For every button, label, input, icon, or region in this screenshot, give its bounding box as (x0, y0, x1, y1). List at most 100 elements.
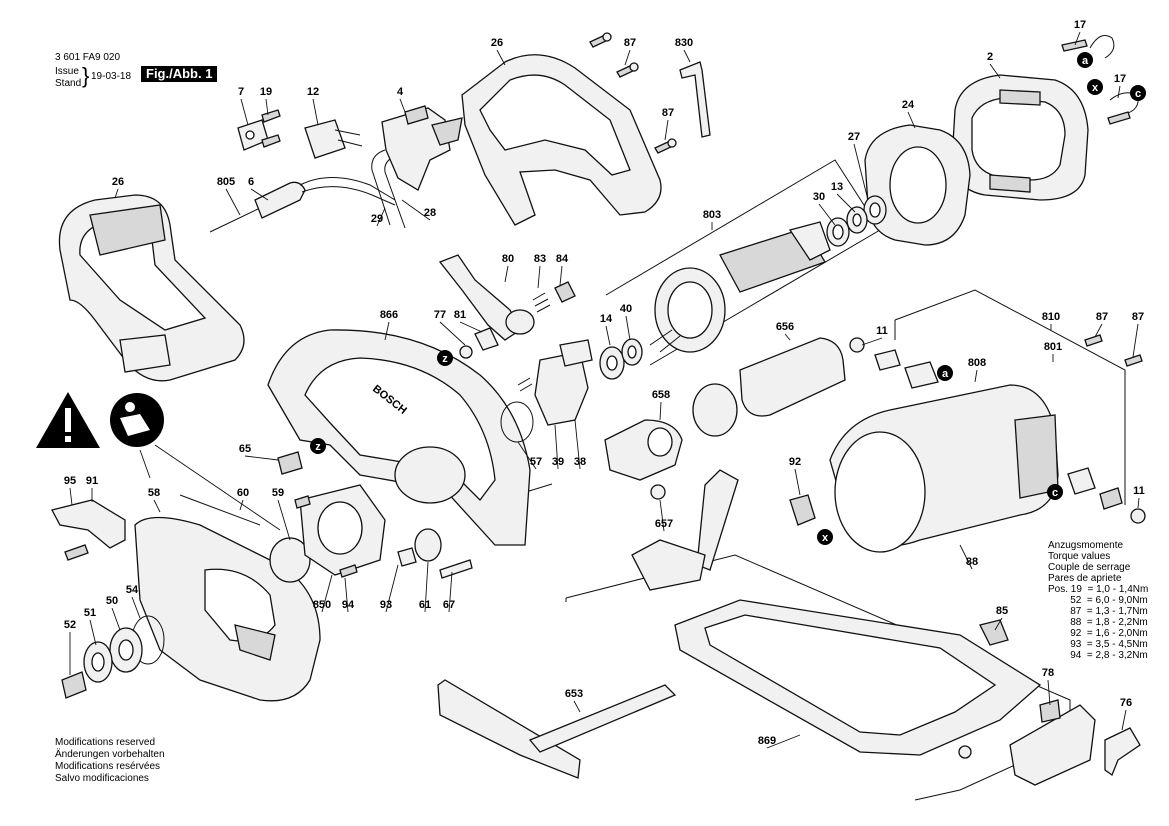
part-number-label: 61 (419, 599, 431, 611)
torque-row: 92 = 1,6 - 2,0Nm (1048, 628, 1148, 639)
part-number-label: 57 (530, 456, 542, 468)
field-stator (951, 74, 1089, 201)
part-number-label: 51 (84, 607, 96, 619)
leader-line (448, 571, 453, 613)
leader-line (321, 574, 333, 613)
part-callout: 27 (848, 131, 869, 201)
part-number-label: 4 (397, 86, 404, 98)
leader-line (265, 98, 269, 116)
leader-line (399, 98, 406, 113)
marker: z (310, 438, 326, 454)
part-number-label: 830 (675, 37, 693, 49)
part-callout: 87 (1094, 311, 1108, 338)
leader-line (312, 98, 319, 126)
part-number-label: 657 (655, 518, 673, 530)
depth-stop-guide (631, 469, 816, 591)
leader-line (111, 607, 121, 631)
leader-line (384, 321, 390, 341)
leader-line (244, 455, 279, 461)
leader-line (240, 98, 249, 126)
part-callout: 658 (652, 389, 670, 421)
part-callout: 51 (84, 607, 97, 646)
switch-12 (304, 119, 363, 159)
leader-line (559, 265, 563, 286)
leader-line (959, 544, 973, 570)
modifications-notice: Modifications reserved Änderungen vorbeh… (55, 737, 165, 785)
marker: x (817, 529, 833, 545)
leader-line (818, 203, 836, 226)
part-callout: 54 (126, 584, 141, 619)
leader-line (250, 188, 269, 201)
leader-line (344, 577, 349, 613)
motor-small-parts (849, 334, 1146, 524)
part-number-label: 95 (64, 475, 76, 487)
leader-line (994, 617, 1003, 631)
bearings-27-13-30 (826, 195, 887, 247)
torque-title: Couple de serrage (1048, 562, 1131, 573)
torque-row: 52 = 6,0 - 9,0Nm (1048, 595, 1148, 606)
part-callout: 17 (1114, 73, 1126, 99)
part-number-label: 91 (86, 475, 98, 487)
leader-line (439, 321, 466, 346)
part-callout: 13 (831, 181, 856, 213)
part-number-label: 13 (831, 181, 843, 193)
leader-line (573, 700, 581, 713)
notice-line: Modifications resérvées (55, 761, 161, 772)
motor-housing (829, 384, 1059, 553)
part-number-label: 67 (443, 599, 455, 611)
part-callout: 869 (758, 734, 801, 749)
torque-title: Pares de apriete (1048, 573, 1122, 584)
part-callout: 29 (371, 207, 386, 227)
leader-line (424, 561, 429, 613)
part-callout: 76 (1120, 697, 1132, 731)
part-callout: 39 (552, 424, 564, 470)
leader-line (239, 499, 244, 511)
brush-springs-17 (1061, 35, 1139, 125)
leader-line (376, 207, 386, 227)
part-callout: 77 (434, 309, 466, 346)
part-number-label: 656 (776, 321, 794, 333)
leader-line (225, 188, 241, 216)
part-callout: 88 (959, 544, 978, 570)
torque-row: 87 = 1,3 - 1,7Nm (1048, 606, 1148, 617)
leader-line (625, 315, 631, 341)
part-number-label: 88 (966, 556, 978, 568)
cable-clamp (237, 109, 281, 151)
part-callout: 38 (574, 419, 586, 470)
part-number-label: 60 (237, 487, 249, 499)
leader-line (1047, 679, 1051, 706)
part-callout: 93 (380, 564, 399, 613)
part-number-label: 81 (454, 309, 466, 321)
part-callout: 656 (776, 321, 794, 341)
part-number-label: 24 (902, 99, 915, 111)
leader-line (664, 119, 669, 141)
part-number-label: 94 (342, 599, 355, 611)
part-number-label: 87 (1132, 311, 1144, 323)
warning-symbols (36, 392, 281, 531)
leader-line (766, 734, 801, 749)
notice-line: Änderungen vorbehalten (55, 749, 165, 760)
part-number-label: 12 (307, 86, 319, 98)
part-callout: 78 (1042, 667, 1054, 706)
screws-87-top (589, 32, 677, 154)
part-number-label: 39 (552, 456, 564, 468)
leader-line (459, 321, 483, 333)
part-callout: 19 (260, 86, 272, 116)
leader-line (605, 325, 611, 346)
part-callout: 657 (655, 499, 673, 532)
part-number-label: 87 (624, 37, 636, 49)
parallel-guide (437, 679, 677, 779)
part-callout: 4 (397, 86, 406, 113)
part-number-label: 84 (556, 253, 569, 265)
part-callout: 85 (994, 605, 1008, 631)
part-number-label: 810 (1042, 311, 1060, 323)
svg-text:z: z (442, 353, 448, 365)
part-callout: 850 (313, 574, 333, 613)
part-callout: 91 (86, 475, 98, 502)
part-number-label: 87 (662, 107, 674, 119)
leader-line (1117, 85, 1121, 99)
leader-line (974, 369, 978, 383)
torque-row: Pos. 19 = 1,0 - 1,4Nm (1048, 584, 1149, 595)
part-callout: 40 (620, 303, 632, 341)
